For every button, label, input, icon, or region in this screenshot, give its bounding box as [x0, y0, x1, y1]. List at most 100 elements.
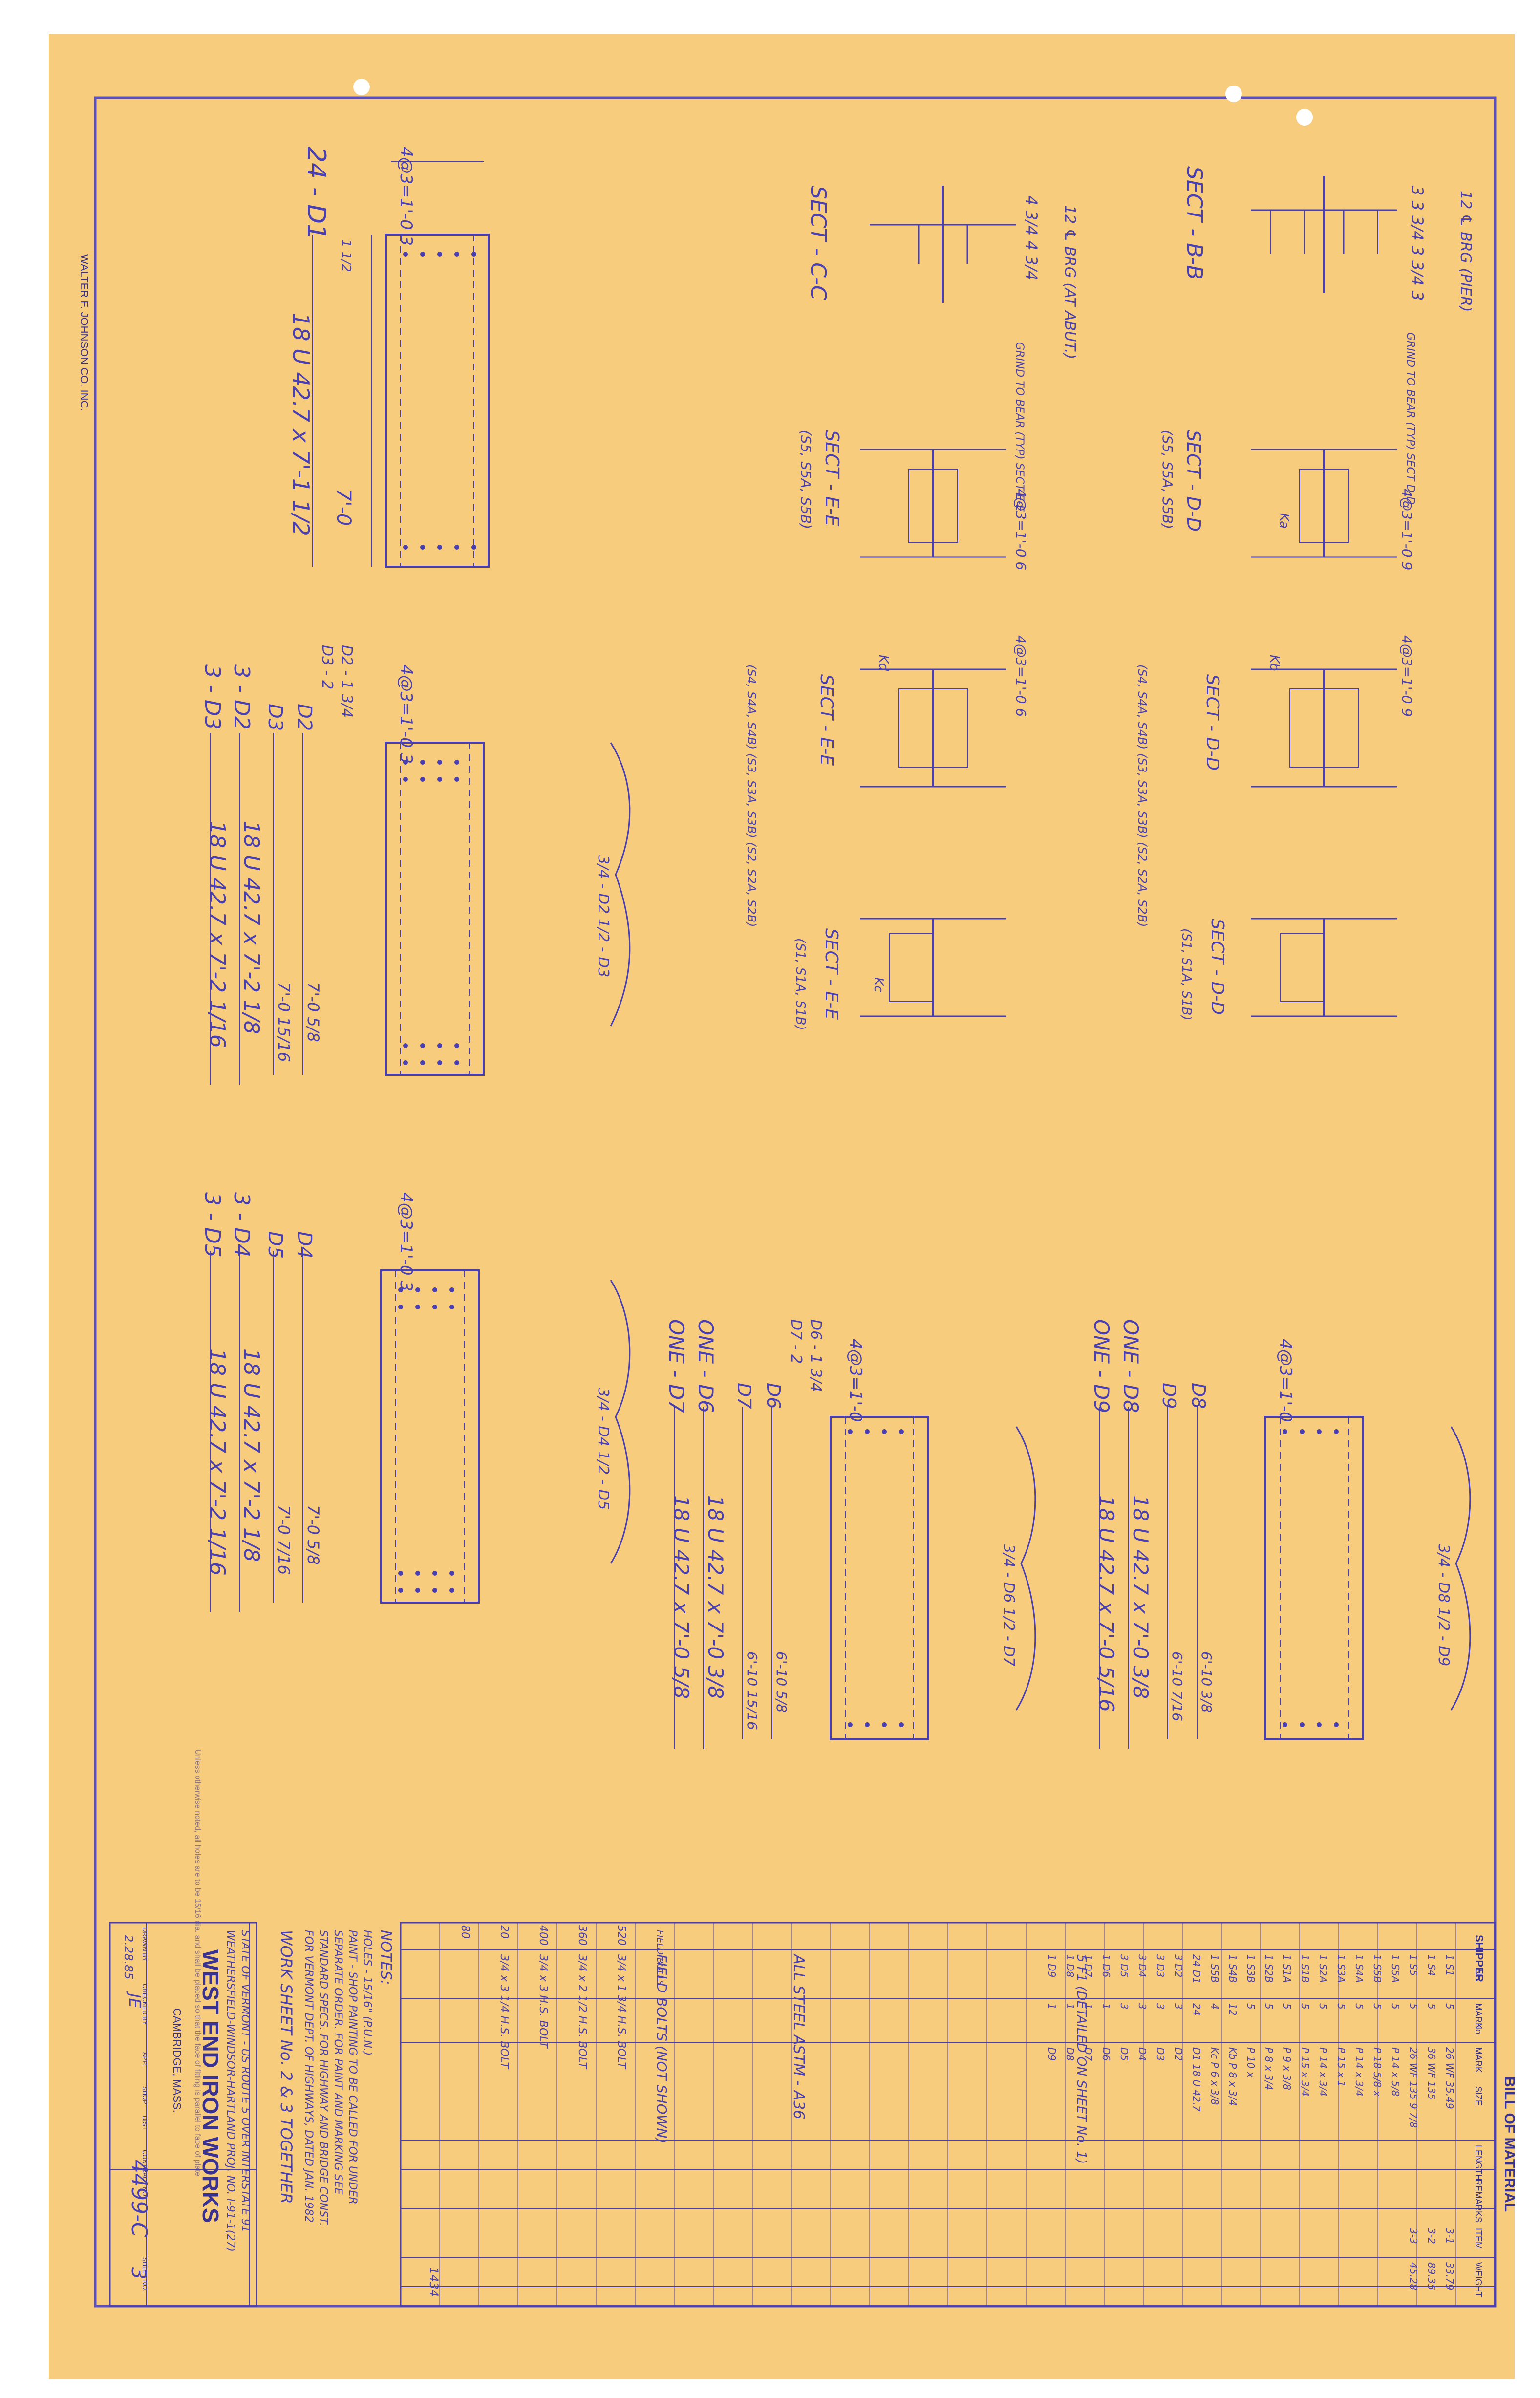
label-dist: DIST [141, 2116, 149, 2130]
bom-cell: 1 D9 [1046, 1954, 1058, 1977]
bom-cell: 24 [1191, 2003, 1202, 2015]
sect-cc-dims: 4 3/4 4 3/4 [1022, 195, 1041, 280]
work-sheet-block: WORK SHEET No. 2 & 3 TOGETHER STATE OF V… [224, 1923, 296, 2306]
bom-cell: 1 S1A [1281, 1954, 1293, 1983]
sect-bb-title: SECT - B-B [1182, 166, 1207, 280]
bom-cell: 5 [1281, 2003, 1293, 2010]
bom-cell: 1 S4A [1353, 1954, 1365, 1983]
bom-line-bolt-2: 3/4 x 2 1/2 H.S. BOLT [576, 1954, 588, 2069]
sect-cc-title: SECT - C-C [806, 186, 831, 300]
sect-bb-note: GRIND TO BEAR (TYP) SECT D-D [1404, 332, 1416, 505]
bom-cell: 45.28 [1408, 2262, 1419, 2290]
d4d5-size: 18 U 42.7 x 7'-2 1/8 [239, 1349, 264, 1562]
margin-stamp: WALTER F. JOHNSON CO. INC. [78, 254, 90, 411]
bom-cell: D6 [1100, 2047, 1112, 2061]
member-d4-d5: 3 - D5 3 - D4 D5 D4 4@3=1'-0 3 18 U 42.7… [200, 1192, 631, 1612]
bom-cell: 5 [1317, 2003, 1329, 2010]
d8d9-size-2: 18 U 42.7 x 7'-0 5/16 [1094, 1495, 1118, 1712]
section-e-e-3: SECT - E-E (S1, S1A, S1B) Kc [793, 918, 1006, 1030]
bom-cell: P 15 x 3/4 [1299, 2047, 1311, 2097]
d8d9-count-a: ONE - D8 [1119, 1319, 1143, 1413]
bom-cell: P 10 x [1245, 2047, 1257, 2077]
bom-cell: P 14 x 3/4 [1317, 2047, 1329, 2097]
sect-dd-1-spacing: 4@3=1'-0 9 [1399, 489, 1415, 570]
drawn-by-initials: JE [126, 1991, 144, 2008]
bom-cell: 1 S3A [1335, 1954, 1347, 1983]
bom-cell: D4 [1136, 2047, 1148, 2061]
d4d5-mark-a: D4 [293, 1231, 316, 1259]
drawing-date: 2.28.85 [122, 1935, 135, 1980]
sect-dd-1-mark: Ka [1277, 513, 1291, 529]
sect-dd-2-sub: (S4, S4A, S4B) (S3, S3A, S3B) (S2, S2A, … [1135, 664, 1149, 927]
bom-cell: 3 [1136, 2003, 1148, 2010]
bom-cell: D7 [1082, 2047, 1094, 2061]
d6d7-dim-a: 6'-10 5/8 [773, 1651, 790, 1713]
sect-dd-2-spacing: 4@3=1'-0 9 [1399, 635, 1415, 717]
sheet-number: 3 [127, 2267, 150, 2279]
d2d3-count-b: 3 - D3 [200, 664, 225, 730]
d6d7-spacing: 4@3=1'-0 [846, 1339, 865, 1422]
bom-cell: 3-3 [1408, 2228, 1419, 2244]
sect-ee-3-sub: (S1, S1A, S1B) [793, 938, 808, 1030]
bom-cell: D9 [1046, 2047, 1058, 2061]
bom-row-lines [439, 1923, 1456, 2306]
member-d8-d9: ONE - D9 ONE - D8 D9 D8 4@3=1'-0 18 U 42… [1090, 1319, 1471, 1749]
d1-size: 18 U 42.7 x 7'-1 1/2 [288, 313, 314, 536]
bom-cell: 5 [1371, 2003, 1383, 2010]
label-app: APP. [141, 2052, 149, 2066]
d2d3-mark-b: D3 [264, 704, 286, 731]
sect-bb-dims: 3 3 3/4 3 3/4 3 [1408, 186, 1427, 300]
notes-line-2: PAINT - SHOP PAINTING TO BE CALLED FOR U… [346, 1930, 359, 2205]
bom-cell: 1 S1 [1444, 1954, 1455, 1976]
punch-hole-1 [353, 79, 370, 95]
notes-title: NOTES: [377, 1930, 394, 1985]
bom-cell: 5 [1335, 2003, 1347, 2010]
d2d3-dim-b: 7'-0 15/16 [275, 982, 293, 1062]
section-c-c: SECT - C-C 12 ℄ BRG (AT ABUT.) 4 3/4 4 3… [806, 186, 1078, 512]
title-block-frame [109, 1922, 257, 2307]
sect-ee-2-sub: (S4, S4A, S4B) (S3, S3A, S3B) (S2, S2A, … [745, 664, 758, 927]
d8d9-dim-b: 6'-10 7/16 [1169, 1651, 1185, 1721]
d8d9-mark-b: D9 [1158, 1383, 1180, 1409]
d2d3-size-2: 18 U 42.7 x 7'-2 1/16 [205, 821, 230, 1048]
bom-cell: D3 [1155, 2047, 1166, 2061]
bom-header-weight: WEIGHT [1474, 2262, 1483, 2297]
d1-bolt-group-top [403, 252, 476, 550]
bom-cell: 1 D7 [1082, 1954, 1094, 1977]
bom-cell: P 8 x 3/4 [1263, 2047, 1275, 2090]
d2d3-outline [385, 742, 485, 1076]
bom-line-steel: ALL STEEL ASTM - A36 [790, 1953, 807, 2119]
d4d5-count-b: 3 - D5 [200, 1192, 225, 1258]
bom-line-f1: 5 F1 (DETAILED ON SHEET No. 1) [1074, 1954, 1089, 2164]
sect-ee-3-mark-kc: Kc [871, 977, 886, 992]
d4d5-mark-b: D5 [264, 1231, 286, 1259]
d2d3-count-a: 3 - D2 [229, 664, 254, 730]
bom-cell: 1 [1064, 2003, 1076, 2010]
bom-cell: 3-1 [1444, 2228, 1455, 2244]
bom-cell: P 15 x 1 [1335, 2047, 1347, 2087]
bom-cell: D5 [1118, 2047, 1130, 2061]
sect-ee-1-title: SECT - E-E [821, 430, 843, 526]
d2d3-dim-a: 7'-0 5/8 [304, 982, 322, 1042]
work-sheet-line-1: STATE OF VERMONT - US ROUTE 5 OVER INTER… [239, 1930, 251, 2232]
notes-line-5: FOR VERMONT DEPT. OF HIGHWAYS, DATED JAN… [302, 1930, 315, 2223]
member-d1: 24 - D1 4@3=1'-0 3 18 U 42.7 x 7'-1 1/2 … [288, 147, 490, 568]
sect-ee-2-spacing: 4@3=1'-0 6 [1013, 635, 1029, 717]
d6d7-tag-2: D7 - 2 [788, 1319, 805, 1364]
bom-cell: 5 [1390, 2003, 1401, 2010]
bom-cell: 89.35 [1426, 2262, 1437, 2290]
d6d7-count-a: ONE - D6 [694, 1319, 718, 1413]
section-b-b: SECT - B-B 12 ℄ BRG (PIER) 3 3 3/4 3 3/4… [1182, 166, 1474, 505]
section-e-e-1: SECT - E-E (S5, S5A, S5B) 4@3=1'-0 6 [798, 430, 1029, 570]
label-sheet-no: SHEET NO. [141, 2257, 149, 2291]
d8d9-dim-a: 6'-10 3/8 [1198, 1651, 1215, 1713]
sect-ee-1-spacing: 4@3=1'-0 6 [1013, 489, 1029, 570]
bom-header-length: LENGTH [1474, 2145, 1483, 2181]
bom-cell: 1 S3B [1245, 1954, 1257, 1983]
sect-dd-2-title: SECT - D-D [1202, 674, 1222, 771]
bom-header-shipper: SHIPPER [1473, 1935, 1485, 1982]
bom-cell: 5 [1408, 2003, 1419, 2010]
bom-cell: 1 S2A [1317, 1954, 1329, 1983]
work-sheet-line-2: WEATHERSFIELD-WINDSOR-HARTLAND PROJ. NO.… [224, 1930, 236, 2252]
bom-cell: 3 D3 [1155, 1954, 1166, 1977]
